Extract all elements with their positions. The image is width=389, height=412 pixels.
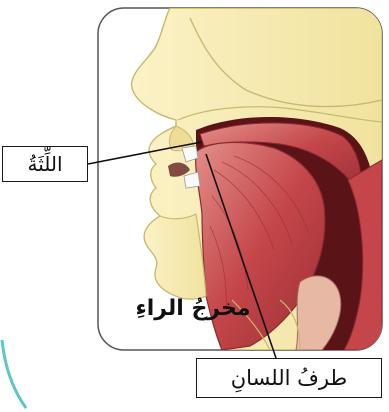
gums-label: اللِّثَةُ bbox=[2, 146, 88, 182]
decorative-teal-arc bbox=[2, 340, 26, 408]
articulation-point-caption: مخرجُ الراءِ bbox=[118, 296, 268, 321]
tongue-tip-label: طرفُ اللسانِ bbox=[196, 358, 382, 398]
